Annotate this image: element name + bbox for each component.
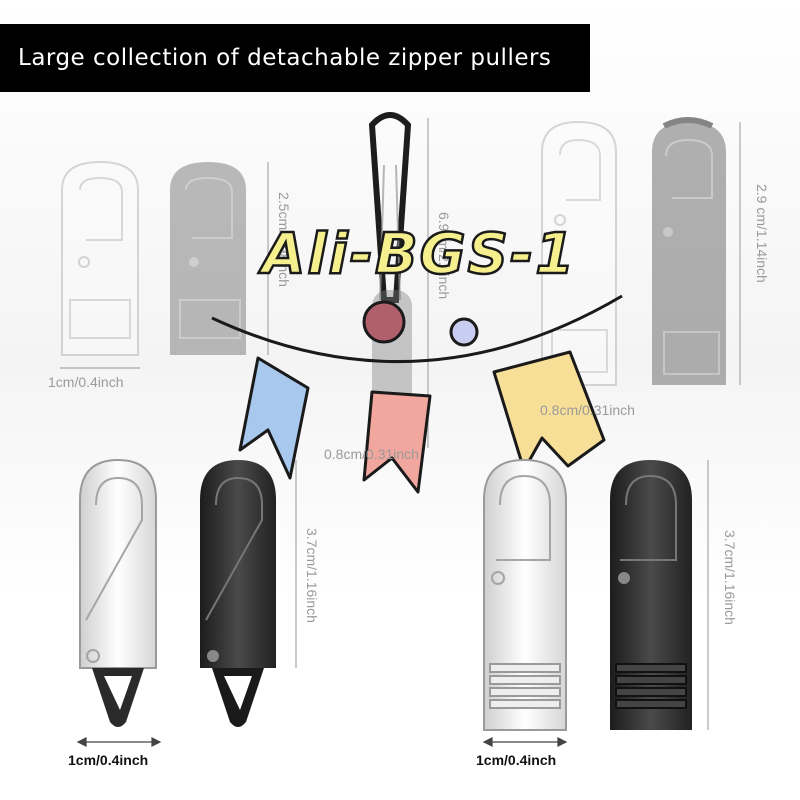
dim-top-right-width: 0.8cm/0.31inch <box>540 402 635 418</box>
puller-bottom-left-silver <box>79 458 157 727</box>
dim-bottom-left-width: 1cm/0.4inch <box>68 752 149 768</box>
dim-bottom-left-height: 3.7cm/1.16inch <box>304 528 320 623</box>
dimension-lines-bottom-left <box>76 460 297 747</box>
dim-top-center-width: 0.8cm/0.31inch <box>324 446 419 462</box>
dim-bottom-right-height: 3.7cm/1.16inch <box>722 530 738 625</box>
watermark-text: Ali-BGS-1 <box>261 221 577 289</box>
dimension-lines-top-left <box>60 162 269 369</box>
puller-bottom-right-dark <box>610 460 692 730</box>
banner-title: Large collection of detachable zipper pu… <box>18 45 552 71</box>
ball-lavender <box>449 317 479 347</box>
puller-top-left-silver <box>61 160 139 356</box>
dim-bottom-right-width: 1cm/0.4inch <box>476 752 557 768</box>
flag-blue <box>238 356 310 480</box>
dimension-lines-bottom-right <box>482 460 709 747</box>
puller-top-right-silver <box>541 120 617 386</box>
flag-pink <box>362 390 432 494</box>
dim-top-right-height: 2.9 cm/1.14inch <box>754 184 770 283</box>
title-banner: Large collection of detachable zipper pu… <box>0 24 590 92</box>
puller-bottom-right-silver <box>483 458 567 731</box>
puller-bottom-left-dark <box>200 460 276 727</box>
dim-top-left-width: 1cm/0.4inch <box>48 374 124 390</box>
bunting-decoration <box>211 294 623 494</box>
puller-top-left-dark <box>170 162 246 355</box>
puller-top-right-dark <box>652 117 726 385</box>
ball-red <box>362 300 406 344</box>
